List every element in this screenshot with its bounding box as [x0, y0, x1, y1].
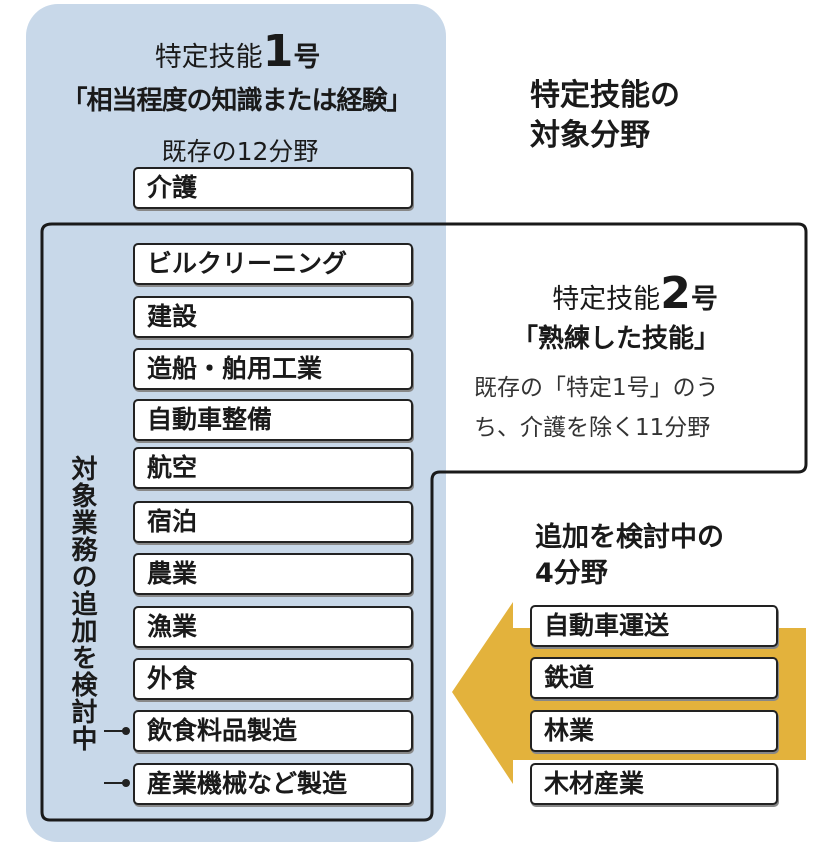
- connector-dot: [122, 779, 130, 787]
- tier2-heading-number: 2: [660, 268, 691, 319]
- tier1-heading-number: 1: [262, 26, 294, 77]
- tier2-heading-suffix: 号: [690, 284, 718, 315]
- proposed-label-line2: 4分野: [535, 558, 608, 589]
- tier2-heading: 特定技能2号: [470, 268, 800, 319]
- tier2-outline: [40, 222, 808, 822]
- tier2-subtitle: 「熟練した技能」: [512, 324, 721, 354]
- tier2-heading-prefix: 特定技能: [552, 284, 661, 315]
- field-box: 漁業: [133, 606, 413, 648]
- field-box: 飲食料品製造: [133, 710, 413, 752]
- tier2-description: 既存の「特定1号」のう ち、介護を除く11分野: [474, 368, 719, 448]
- vertical-note: 対象業務の追加を検討中: [67, 455, 97, 752]
- tier2-description-line1: 既存の「特定1号」のう: [474, 375, 719, 401]
- proposed-label-line1: 追加を検討中の: [535, 522, 724, 553]
- connector-dot: [122, 727, 130, 735]
- tier1-existing-label: 既存の12分野: [161, 137, 319, 166]
- field-box: 自動車整備: [133, 399, 413, 441]
- field-box: 宿泊: [133, 501, 413, 543]
- proposed-label: 追加を検討中の 4分野: [535, 520, 724, 592]
- proposed-field-box: 自動車運送: [530, 605, 778, 647]
- field-box: 造船・舶用工業: [133, 348, 413, 390]
- field-box: 介護: [133, 167, 413, 209]
- tier1-subtitle: 「相当程度の知識または経験」: [61, 86, 412, 116]
- tier1-heading: 特定技能1号: [30, 26, 445, 77]
- main-title: 特定技能の 対象分野: [530, 76, 680, 156]
- field-box: 建設: [133, 296, 413, 338]
- field-box: 産業機械など製造: [133, 763, 413, 805]
- proposed-field-box: 木材産業: [530, 763, 778, 805]
- tier2-description-line2: ち、介護を除く11分野: [474, 415, 711, 441]
- tier1-heading-suffix: 号: [293, 42, 321, 73]
- main-title-line2: 対象分野: [530, 118, 650, 153]
- field-box: 航空: [133, 447, 413, 489]
- field-box: 外食: [133, 658, 413, 700]
- proposed-field-box: 林業: [530, 710, 778, 752]
- field-box: ビルクリーニング: [133, 243, 413, 285]
- main-title-line1: 特定技能の: [530, 78, 680, 113]
- field-box: 農業: [133, 553, 413, 595]
- proposed-field-box: 鉄道: [530, 657, 778, 699]
- tier1-heading-prefix: 特定技能: [154, 42, 263, 73]
